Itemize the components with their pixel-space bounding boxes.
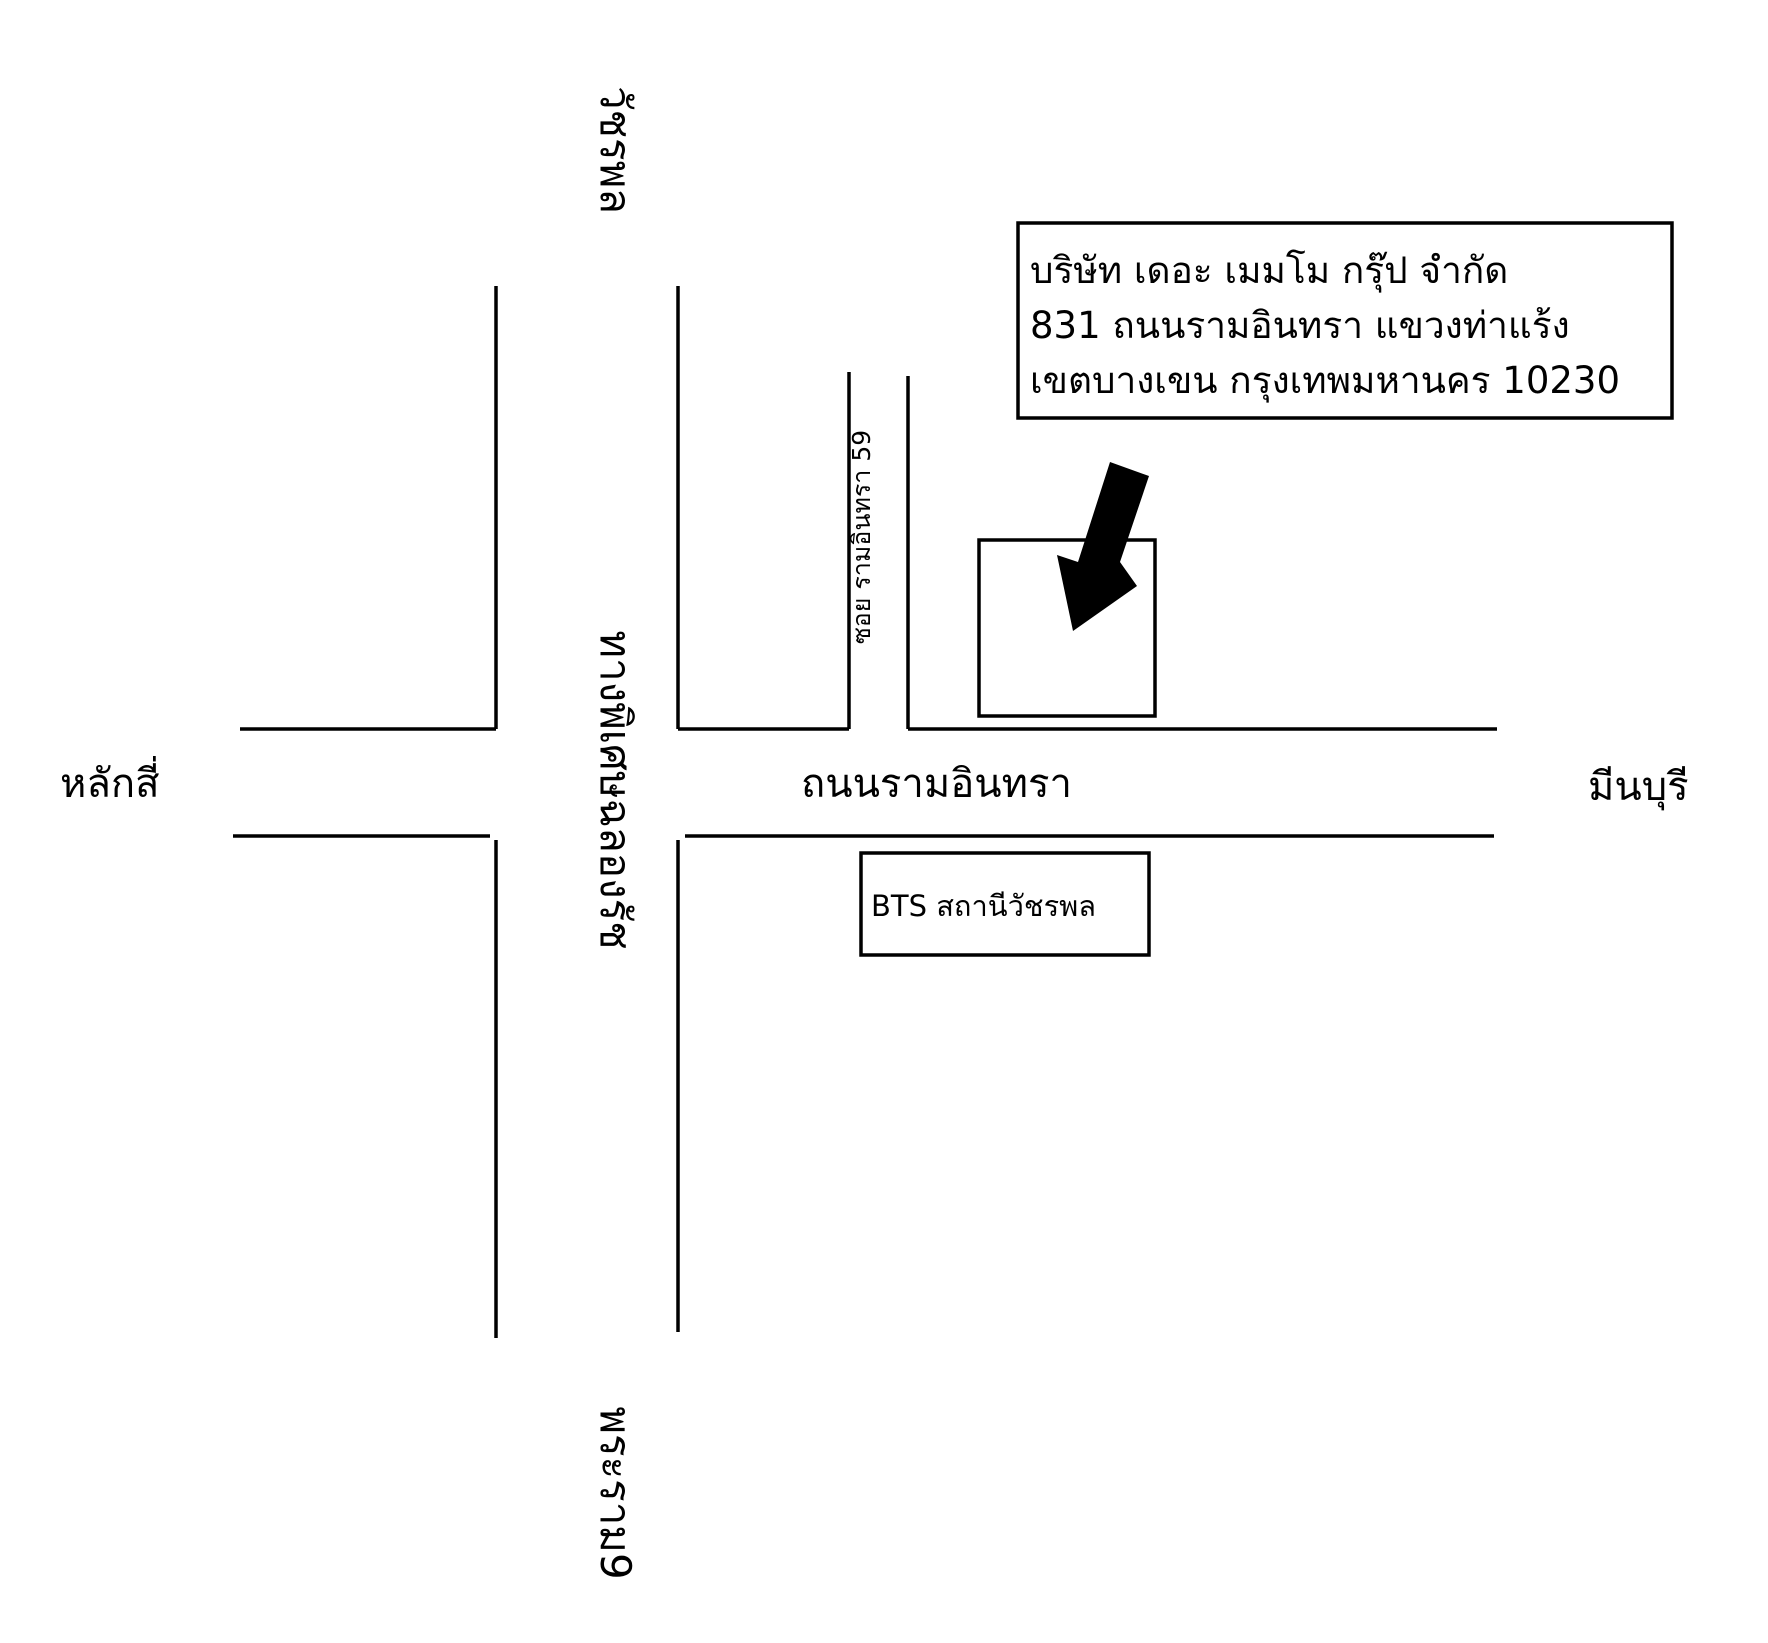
west-destination-label: หลักสี่ [60, 756, 160, 807]
address-line-1: บริษัท เดอะ เมมโม กรุ๊ป จำกัด [1030, 249, 1508, 293]
address-line-3: เขตบางเขน กรุงเทพมหานคร 10230 [1030, 359, 1620, 403]
bts-station-box [859, 851, 1151, 957]
main-road-label: ถนนรามอินทรา [801, 761, 1072, 807]
address-box [1016, 221, 1674, 420]
north-destination-label: วัชรพล [591, 86, 640, 214]
bts-station-label: BTS สถานีวัชรพล [871, 889, 1096, 923]
south-destination-label: พระราม9 [591, 1406, 640, 1579]
east-destination-label: มีนบุรี [1588, 764, 1689, 811]
expressway-label: ทางพิเศษฉลองรัช [591, 630, 640, 949]
soi-label: ซอย รามอินทรา 59 [847, 430, 876, 644]
address-line-2: 831 ถนนรามอินทรา แขวงท่าแร้ง [1030, 304, 1570, 347]
arrow-down-left-icon [1057, 462, 1149, 631]
